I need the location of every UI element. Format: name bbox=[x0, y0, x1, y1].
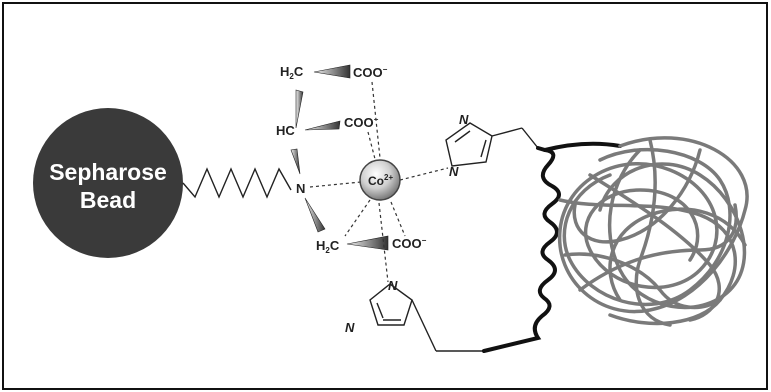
hc-label: HC bbox=[276, 123, 295, 138]
imid-top-n2: N bbox=[449, 164, 459, 179]
wedge-n-h2c-bottom bbox=[304, 197, 326, 233]
imid-bot-n1: N bbox=[388, 278, 398, 293]
coo-mid-label: COO− bbox=[344, 115, 379, 130]
cobalt-label: Co2+ bbox=[368, 173, 393, 188]
protein-coil bbox=[557, 136, 749, 327]
imid-bot-n2: N bbox=[345, 320, 355, 335]
coord-bond-imid-bot bbox=[378, 202, 389, 283]
coord-bond-coo-top bbox=[371, 81, 381, 159]
coord-bond-coo-mid bbox=[367, 131, 376, 160]
wedge-hc-h2c bbox=[295, 89, 304, 129]
sepharose-bead bbox=[33, 108, 183, 258]
coo-top-label: COO− bbox=[353, 65, 388, 80]
coo-bottom-label: COO− bbox=[392, 236, 427, 251]
protein-tail bbox=[543, 141, 622, 152]
wedge-hc-coo bbox=[304, 120, 341, 131]
wedge-n-hc bbox=[290, 148, 301, 175]
coord-bond-imid-top bbox=[399, 167, 449, 181]
coord-bond-coo-bot bbox=[390, 201, 406, 237]
h2c-bottom-label: H2C bbox=[316, 238, 340, 255]
wedge-h2c-bot-coo bbox=[346, 235, 389, 251]
h2c-top-label: H2C bbox=[280, 64, 304, 81]
imid-top-n1: N bbox=[459, 112, 469, 127]
coord-bond-h2c-bot bbox=[344, 199, 371, 237]
imidazole-top: N N bbox=[445, 112, 539, 179]
cobalt-ion bbox=[359, 159, 401, 201]
coord-bond-n bbox=[309, 181, 362, 188]
bead-label-line2: Bead bbox=[80, 187, 136, 213]
amine-n-label: N bbox=[296, 181, 305, 196]
imidazole-bottom: N N bbox=[345, 278, 484, 352]
linker-chain bbox=[182, 167, 292, 199]
wedge-h2c-top-coo bbox=[313, 64, 351, 79]
bead-label-line1: Sepharose bbox=[49, 159, 167, 185]
protein-backbone bbox=[482, 146, 561, 353]
